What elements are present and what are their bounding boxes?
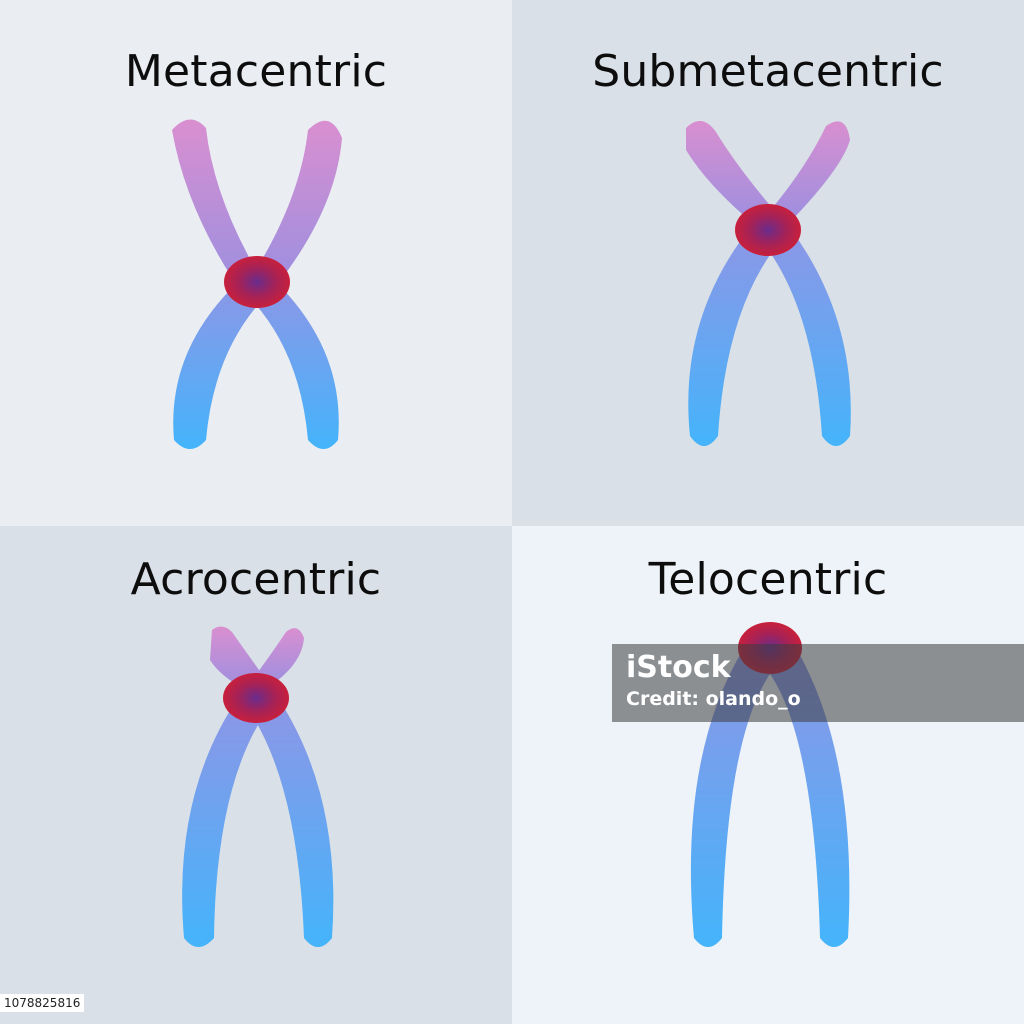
metacentric-title: Metacentric: [124, 46, 388, 97]
lower-right-arm: [248, 280, 339, 449]
telocentric-chromosome: [690, 622, 850, 947]
watermark: iStock Credit: olando_o: [612, 644, 1024, 722]
lower-right-arm: [250, 698, 334, 947]
metacentric-chromosome: [172, 119, 342, 449]
submetacentric-chromosome: [686, 120, 851, 446]
upper-left-arm: [686, 120, 774, 226]
right-arm: [764, 648, 850, 947]
istock-logo: iStock: [626, 650, 731, 685]
centromere: [224, 256, 290, 308]
submetacentric-title: Submetacentric: [592, 46, 944, 97]
telocentric-panel: Telocentric: [512, 526, 1024, 1024]
upper-right-arm: [258, 628, 304, 686]
lower-right-arm: [764, 228, 851, 446]
upper-right-arm: [252, 120, 342, 286]
centromere: [735, 204, 801, 256]
centromere: [223, 673, 289, 723]
telocentric-title: Telocentric: [648, 554, 888, 605]
lower-left-arm: [173, 280, 266, 449]
upper-right-arm: [774, 121, 850, 222]
acrocentric-panel: Acrocentric: [0, 526, 512, 1024]
lower-left-arm: [688, 228, 778, 446]
acrocentric-title: Acrocentric: [130, 554, 382, 605]
submetacentric-panel: Submetacentric: [512, 0, 1024, 526]
left-arm: [690, 648, 776, 947]
lower-left-arm: [182, 698, 266, 947]
upper-left-arm: [172, 119, 262, 290]
stock-id-label: 1078825816: [0, 994, 85, 1012]
metacentric-panel: Metacentric: [0, 0, 512, 526]
acrocentric-chromosome: [182, 626, 334, 947]
credit-text: Credit: olando_o: [626, 688, 801, 710]
